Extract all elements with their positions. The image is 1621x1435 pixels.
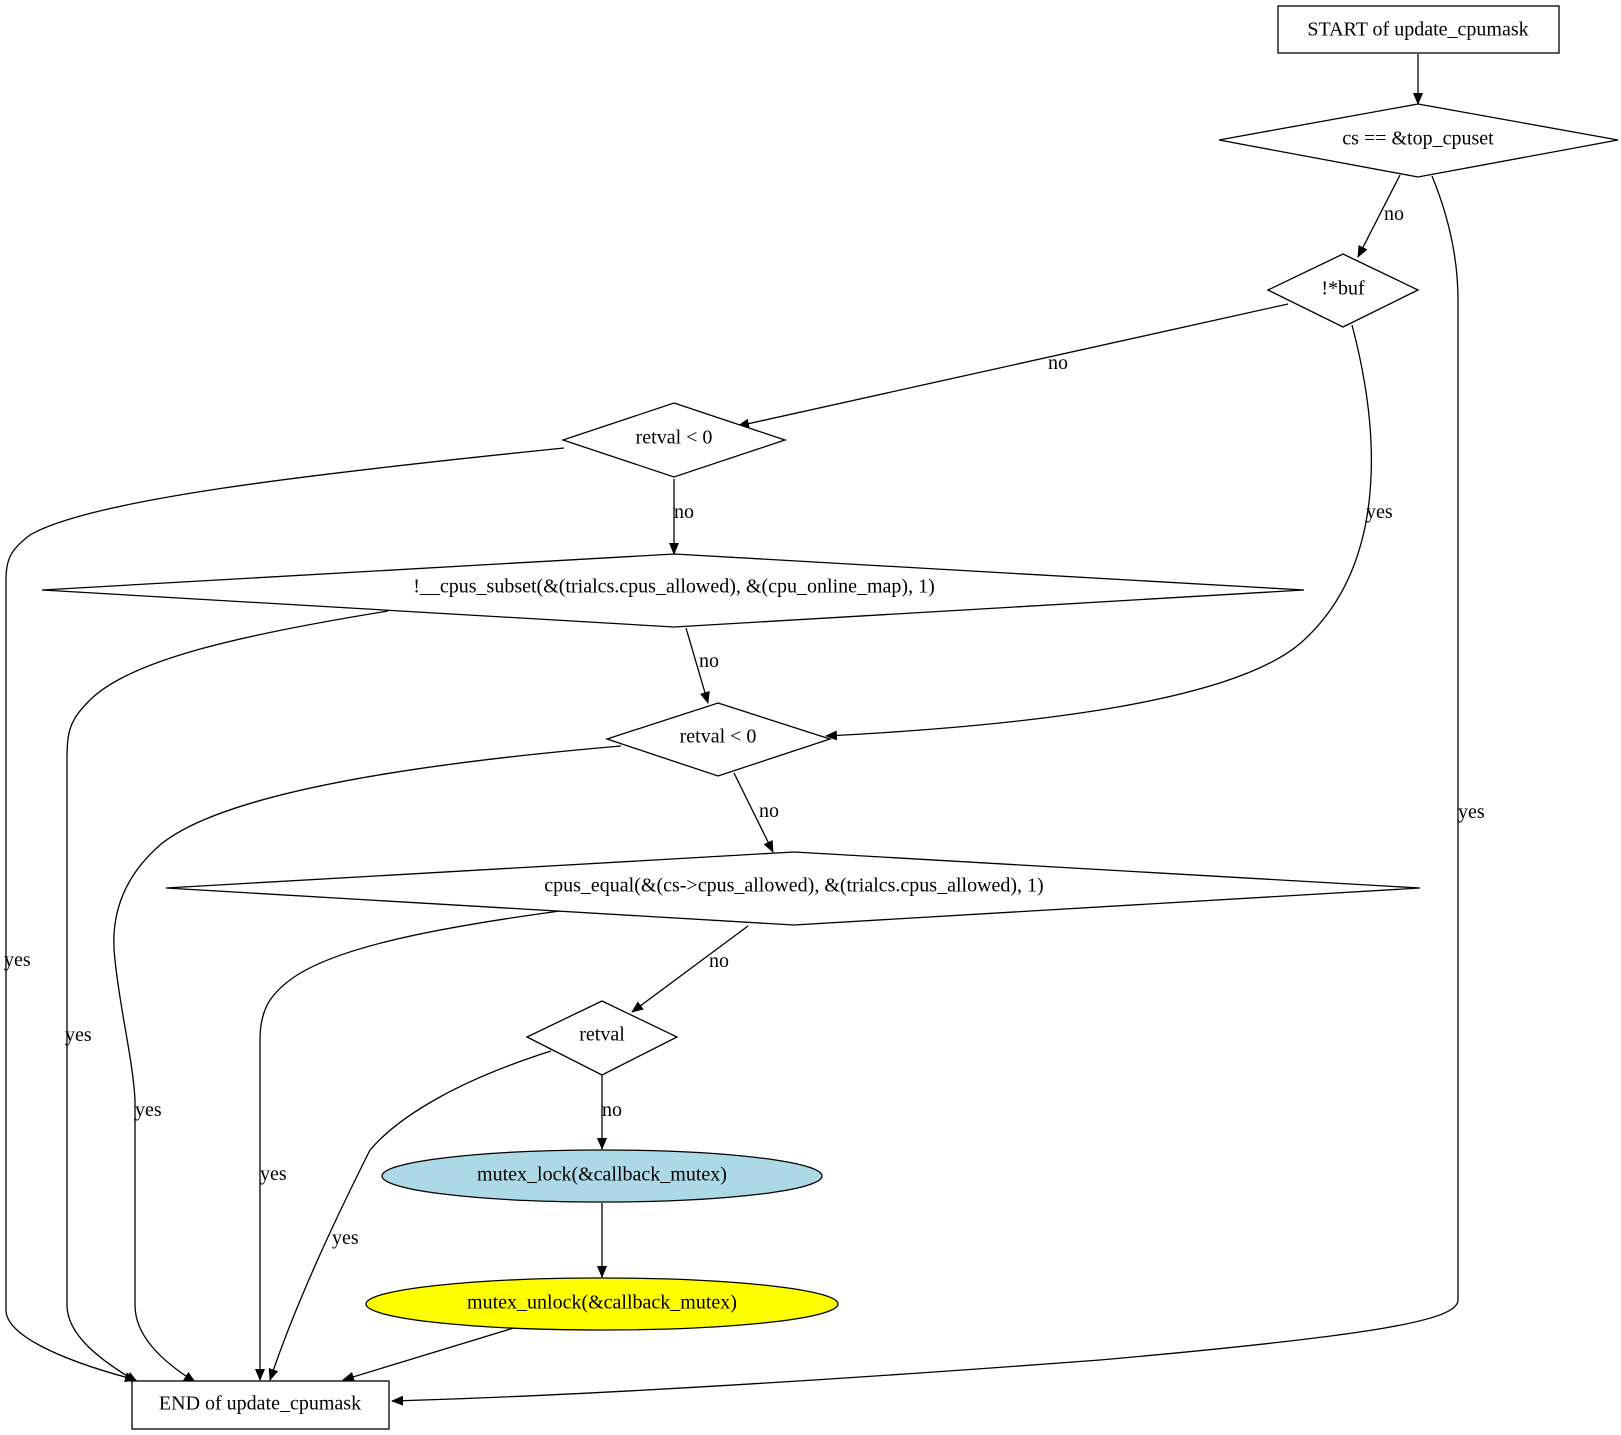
start-box [1277, 5, 1560, 54]
edge-label-check-top-no: no [1384, 203, 1404, 225]
mutex-unlock-label: mutex_unlock(&callback_mutex) [467, 1292, 737, 1314]
edge-retval-2-to-cpus-equal [733, 772, 774, 853]
edge-retval-2-to-end [113, 745, 622, 1383]
mutex-lock-label: mutex_lock(&callback_mutex) [477, 1164, 727, 1186]
node-start: START of update_cpumask [1277, 5, 1560, 54]
edge-label-retval-2-yes: yes [135, 1099, 162, 1121]
edge-label-cpus-equal-yes: yes [260, 1163, 287, 1185]
end-box [131, 1380, 390, 1430]
node-mutex-unlock: mutex_unlock(&callback_mutex) [365, 1277, 839, 1331]
edge-check-top-to-check-buf [1357, 174, 1401, 258]
node-cpus-equal: cpus_equal(&(cs->cpus_allowed), &(trialc… [165, 851, 1421, 926]
cpus-subset-diamond [41, 553, 1305, 628]
edge-mutex-unlock-to-end [342, 1326, 518, 1382]
retval-3-diamond [525, 1000, 679, 1076]
edge-cpus-subset-to-retval-2 [685, 627, 710, 704]
mutex-unlock-ellipse [365, 1277, 839, 1331]
start-label: START of update_cpumask [1307, 19, 1528, 41]
node-check-buf: !*buf [1266, 253, 1420, 328]
edge-label-cpus-subset-no: no [699, 650, 719, 672]
node-mutex-lock: mutex_lock(&callback_mutex) [381, 1149, 823, 1203]
nodes: START of update_cpumask cs == &top_cpuse… [41, 5, 1619, 1430]
end-label: END of update_cpumask [159, 1393, 361, 1415]
retval-2-label: retval < 0 [680, 726, 757, 748]
edge-label-check-buf-yes: yes [1366, 501, 1393, 523]
node-retval-1: retval < 0 [560, 402, 788, 478]
edge-retval-3-to-end [268, 1050, 552, 1381]
node-end: END of update_cpumask [131, 1380, 390, 1430]
retval-1-label: retval < 0 [636, 427, 713, 449]
retval-2-diamond [604, 702, 833, 777]
cpus-equal-label: cpus_equal(&(cs->cpus_allowed), &(trialc… [544, 875, 1043, 897]
mutex-lock-ellipse [381, 1149, 823, 1203]
edge-check-buf-to-retval-1 [737, 303, 1289, 429]
edge-retval-1-to-end [5, 447, 565, 1383]
edge-label-check-buf-no: no [1048, 352, 1068, 374]
edge-check-top-to-end [391, 175, 1459, 1406]
edge-cpus-equal-to-retval-3 [631, 925, 749, 1013]
edge-label-retval-2-no: no [759, 800, 779, 822]
edges: no yes no yes no yes no yes no yes no [4, 54, 1485, 1406]
edge-label-check-top-yes: yes [1458, 801, 1485, 823]
check-buf-label: !*buf [1321, 278, 1365, 300]
edge-label-cpus-subset-yes: yes [65, 1024, 92, 1046]
edge-cpus-subset-to-end [66, 610, 389, 1383]
edge-label-retval-3-no: no [602, 1099, 622, 1121]
edge-label-retval-3-yes: yes [332, 1227, 359, 1249]
node-retval-2: retval < 0 [604, 702, 833, 777]
check-buf-diamond [1266, 253, 1420, 328]
node-cpus-subset: !__cpus_subset(&(trialcs.cpus_allowed), … [41, 553, 1305, 628]
retval-3-label: retval [579, 1024, 625, 1046]
check-top-diamond [1218, 103, 1619, 178]
edge-label-cpus-equal-no: no [709, 950, 729, 972]
check-top-label: cs == &top_cpuset [1342, 128, 1494, 150]
edge-cpus-equal-to-end [255, 910, 561, 1381]
edge-label-retval-1-yes: yes [4, 949, 31, 971]
cpus-equal-diamond [165, 851, 1421, 926]
node-retval-3: retval [525, 1000, 679, 1076]
retval-1-diamond [560, 402, 788, 478]
node-check-top: cs == &top_cpuset [1218, 103, 1619, 178]
cpus-subset-label: !__cpus_subset(&(trialcs.cpus_allowed), … [413, 576, 935, 598]
edge-label-retval-1-no: no [674, 501, 694, 523]
edge-check-buf-to-retval-2 [825, 324, 1372, 741]
